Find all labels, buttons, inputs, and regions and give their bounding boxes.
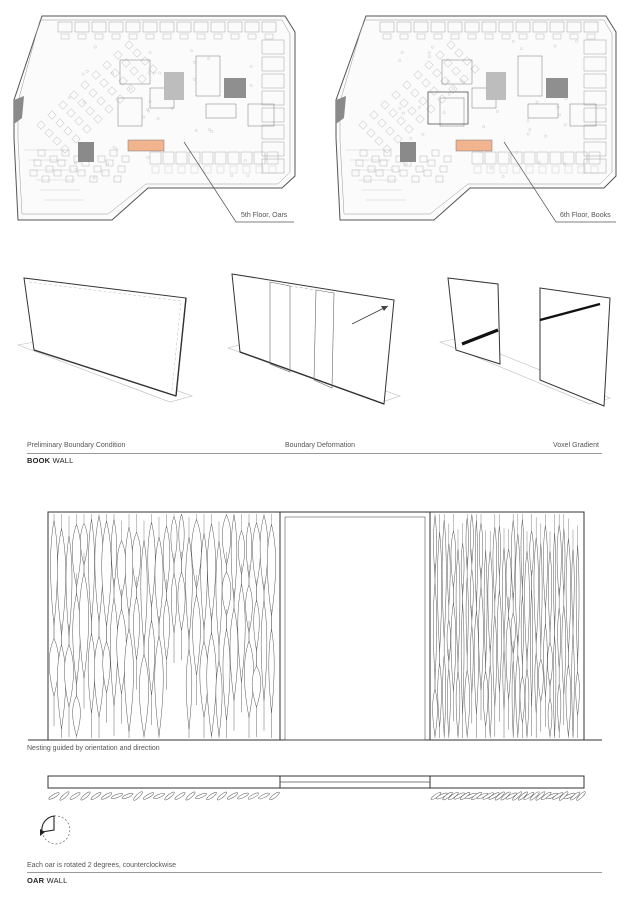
voxel-gradient-band-b [539,302,601,322]
sixth-floor-leader-line [503,141,557,223]
oar-plan-row-left [48,791,280,801]
oar-wall-elevation [28,511,602,741]
oar-wall-divider [27,872,602,873]
oar-wall-title: OAR WALL [27,876,68,885]
oar-plan-row-right [430,791,586,801]
voxel-gradient-band-a [461,328,499,346]
fifth-floor-core-a [164,72,184,100]
fifth-floor-plan [13,15,296,223]
fifth-floor-core-b [224,78,246,98]
preliminary-boundary-diagram [16,277,193,403]
sixth-floor-conference-room [427,91,469,125]
fifth-floor-corner-wall [14,96,24,124]
step-preliminary-label: Preliminary Boundary Condition [27,442,126,449]
sixth-floor-core-a [486,72,506,100]
sixth-floor-wall-location [455,139,493,152]
book-wall-title: BOOK WALL [27,456,74,465]
fifth-floor-label: 5th Floor, Oars [241,212,288,219]
elevation-door-frame [284,516,426,741]
sixth-floor-label: 6th Floor, Books [560,212,611,219]
fifth-floor-stair [78,142,94,162]
deformation-arrow [351,305,389,325]
step-deformation-label: Boundary Deformation [285,442,356,449]
fifth-floor-leader-line [183,141,237,223]
sixth-floor-corner-wall [336,96,346,124]
fifth-floor-wall-location [127,139,165,152]
elevation-door-opening [279,511,431,741]
sixth-floor-plan [335,15,617,223]
oar-panel-right [432,514,580,738]
oar-wall-plan-strip [47,775,586,801]
book-wall-divider [27,453,602,454]
rotation-arc-icon [40,815,71,845]
voxel-gradient-diagram [438,277,611,407]
sixth-floor-stair [400,142,416,162]
sixth-floor-core-b [546,78,568,98]
boundary-deformation-diagram [226,273,401,405]
oar-panel-left [48,513,276,738]
rotation-label: Each oar is rotated 2 degrees, countercl… [27,862,177,869]
nesting-label: Nesting guided by orientation and direct… [27,745,160,752]
step-voxel-label: Voxel Gradient [553,442,599,449]
